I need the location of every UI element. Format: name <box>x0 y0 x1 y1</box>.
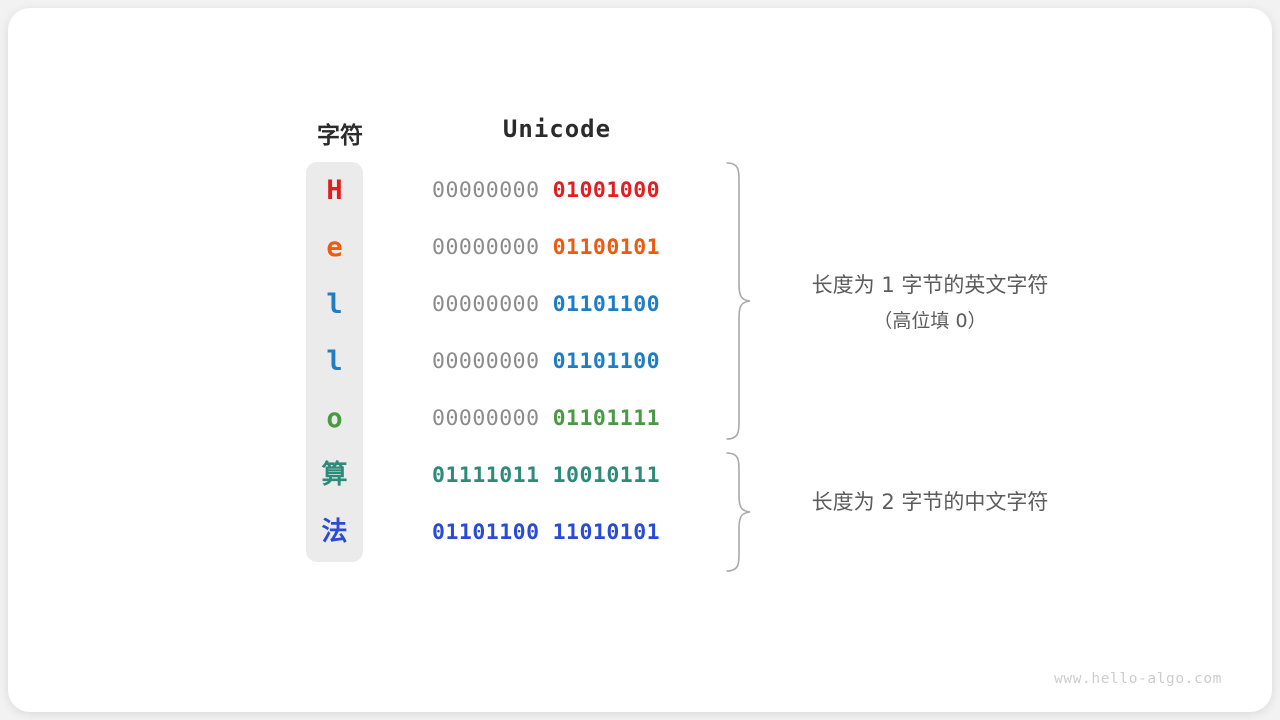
binary-row: 01101100 11010101 <box>432 504 702 561</box>
binary-low-byte: 01101100 <box>552 292 661 317</box>
character-cell: e <box>326 232 343 263</box>
column-header-character: 字符 <box>317 122 363 148</box>
annotation-two-byte: 长度为 2 字节的中文字符 <box>760 487 1100 517</box>
character-cell: l <box>326 289 343 320</box>
annotation-one-byte: 长度为 1 字节的英文字符 （高位填 0） <box>760 267 1100 339</box>
character-cell: 法 <box>321 517 348 547</box>
binary-high-byte: 00000000 <box>432 406 540 431</box>
column-header-unicode: Unicode <box>502 115 612 143</box>
character-cell: 算 <box>321 460 348 490</box>
binary-high-byte: 01101100 <box>432 520 540 545</box>
character-cell: o <box>326 403 343 434</box>
binary-row: 00000000 01100101 <box>432 219 702 276</box>
character-cell: l <box>326 346 343 377</box>
annotation-one-byte-main: 长度为 1 字节的英文字符 <box>811 273 1049 297</box>
annotation-two-byte-main: 长度为 2 字节的中文字符 <box>811 490 1049 514</box>
binary-low-byte: 01001000 <box>552 178 661 203</box>
watermark: www.hello-algo.com <box>1054 671 1222 687</box>
binary-high-byte: 00000000 <box>432 349 540 374</box>
grouping-braces <box>726 162 751 572</box>
binary-row: 00000000 01101100 <box>432 333 702 390</box>
binary-high-byte: 00000000 <box>432 235 540 260</box>
character-cell: H <box>326 175 343 206</box>
binary-low-byte: 01101111 <box>552 406 661 431</box>
binary-row: 01111011 10010111 <box>432 447 702 504</box>
binary-row: 00000000 01101100 <box>432 276 702 333</box>
annotation-one-byte-sub: （高位填 0） <box>873 310 987 332</box>
binary-high-byte: 01111011 <box>432 463 540 488</box>
figure-card <box>8 8 1272 712</box>
binary-low-byte: 11010101 <box>552 520 661 545</box>
binary-high-byte: 00000000 <box>432 292 540 317</box>
binary-low-byte: 01101100 <box>552 349 661 374</box>
binary-low-byte: 01100101 <box>552 235 661 260</box>
binary-low-byte: 10010111 <box>552 463 661 488</box>
binary-row: 00000000 01101111 <box>432 390 702 447</box>
binary-high-byte: 00000000 <box>432 178 540 203</box>
binary-row: 00000000 01001000 <box>432 162 702 219</box>
